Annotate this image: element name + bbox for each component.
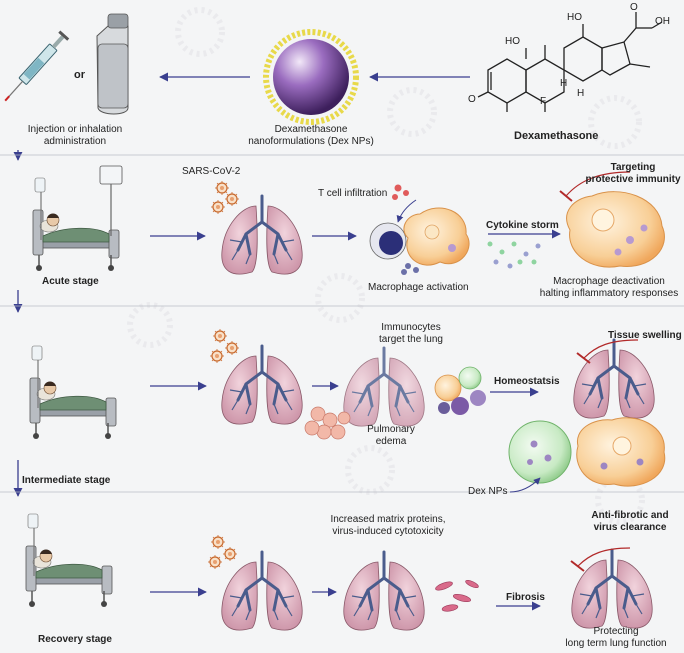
dex-np-macrophage-icon: [576, 417, 666, 487]
anti-fibrotic-line1: Anti-fibrotic and: [591, 510, 669, 521]
dex-np-line2: nanoformulations (Dex NPs): [248, 136, 374, 147]
mol-oh: OH: [655, 16, 670, 27]
fibroblast-cells-icon: [435, 579, 479, 612]
purple-cytokine-dots: [401, 263, 419, 275]
recovery-virus-group: [207, 534, 238, 570]
matrix-line2: virus-induced cytotoxicity: [332, 526, 444, 537]
acute-monitor-icon: [99, 165, 123, 236]
sars-cov-2-label: SARS-CoV-2: [182, 166, 241, 177]
t-cell-icon: [369, 222, 407, 260]
cytokine-storm-dots: [487, 241, 541, 269]
red-cytokine-dots: [392, 184, 409, 200]
protecting-line2: long term lung function: [565, 638, 667, 649]
cytokine-storm-label: Cytokine storm: [486, 220, 559, 231]
immunocytes-line2: target the lung: [379, 334, 443, 345]
targeting-line2: protective immunity: [585, 174, 681, 185]
acute-patient-bed-icon: [32, 177, 120, 272]
acute-stage-label: Acute stage: [42, 276, 99, 287]
deactivated-macrophage-icon: [566, 191, 665, 268]
t-cell-label: T cell infiltration: [318, 188, 388, 199]
mol-h-1: H: [560, 78, 568, 89]
intermediate-stage-label: Intermediate stage: [22, 475, 111, 486]
activated-macrophage-icon: [403, 207, 470, 266]
dex-np-green-cell-icon: [508, 420, 572, 484]
immunocytes-label: Immunocytes target the lung: [366, 322, 456, 346]
tissue-swelling-label: Tissue swelling: [608, 330, 682, 341]
edema-line2: edema: [375, 436, 407, 447]
recovery-lung-icon: [220, 550, 304, 632]
dexamethasone-structure-icon: [477, 12, 663, 112]
intermediate-patient-bed-icon: [29, 345, 117, 440]
dexamethasone-title: Dexamethasone: [514, 130, 599, 142]
mol-ho-2: HO: [567, 12, 582, 23]
fibrosis-label: Fibrosis: [506, 592, 545, 603]
targeting-label: Targeting protective immunity: [578, 162, 684, 186]
anti-fibrotic-label: Anti-fibrotic and virus clearance: [580, 510, 680, 534]
deactivation-line2: halting inflammatory responses: [539, 288, 679, 299]
intermediate-virus-group: [209, 328, 240, 364]
dex-np-line1: Dexamethasone: [274, 124, 348, 135]
immunocytes-line1: Immunocytes: [381, 322, 441, 333]
recovery-stage-label: Recovery stage: [38, 634, 112, 645]
administration-label: Injection or inhalation administration: [10, 124, 140, 148]
protected-lung-icon: [570, 548, 654, 630]
matrix-line1: Increased matrix proteins,: [330, 514, 446, 525]
healed-lung-icon: [572, 338, 656, 420]
mol-ho-1: HO: [505, 36, 520, 47]
homeostasis-label: Homeostatsis: [494, 376, 560, 387]
deactivation-line1: Macrophage deactivation: [553, 276, 665, 287]
alveoli-cluster-icon: [304, 406, 351, 440]
targeting-line1: Targeting: [610, 162, 656, 173]
macrophage-activation-label: Macrophage activation: [368, 282, 469, 293]
background-virus-decor: [127, 7, 645, 525]
dex-nanoparticle-icon: [263, 29, 359, 125]
mol-h-2: H: [577, 88, 585, 99]
edema-line1: Pulmonary: [367, 424, 415, 435]
mol-o-top: O: [630, 2, 638, 13]
macrophage-deactivation-label: Macrophage deactivation halting inflamma…: [534, 276, 684, 300]
intermediate-lung-icon: [220, 344, 304, 426]
mol-f: F: [540, 96, 547, 107]
inflamed-lung-icon: [342, 346, 426, 428]
acute-virus-group: [210, 180, 240, 215]
inhaler-icon: [96, 13, 129, 115]
acute-lung-icon: [220, 194, 304, 276]
administration-line2: administration: [43, 136, 107, 147]
fibrotic-lung-icon: [342, 550, 426, 632]
syringe-icon: [4, 30, 70, 102]
administration-line1: Injection or inhalation: [27, 124, 123, 135]
anti-fibrotic-line2: virus clearance: [593, 522, 667, 533]
protecting-label: Protecting long term lung function: [556, 626, 676, 650]
dex-nps-label: Dex NPs: [468, 486, 508, 497]
protecting-line1: Protecting: [593, 626, 639, 637]
pulmonary-edema-label: Pulmonary edema: [356, 424, 426, 448]
immunocyte-cluster-icon: [434, 366, 486, 415]
dex-np-label: Dexamethasone nanoformulations (Dex NPs): [236, 124, 386, 148]
recovery-patient-bed-icon: [25, 513, 113, 608]
section-dividers: [0, 154, 684, 493]
matrix-proteins-label: Increased matrix proteins, virus-induced…: [318, 514, 458, 538]
mol-o-ring: O: [468, 94, 476, 105]
or-label: or: [74, 69, 85, 81]
